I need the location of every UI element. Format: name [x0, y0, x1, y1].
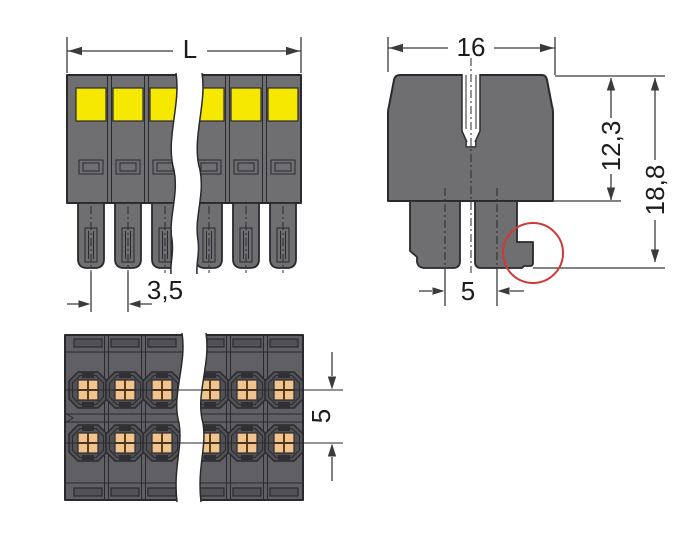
break-gap	[170, 72, 204, 275]
front-view: L	[66, 34, 302, 312]
latch-slot	[73, 487, 103, 497]
latch-slot	[147, 338, 177, 348]
break-line	[170, 72, 178, 275]
latch-slot	[232, 487, 262, 497]
latch-highlight-circle	[502, 222, 564, 284]
arrowhead-up	[327, 443, 337, 457]
arrowhead-left	[497, 287, 510, 295]
pole-separators	[104, 336, 268, 499]
side-dim-total-height: 18,8	[640, 77, 670, 263]
pole-separators	[107, 76, 267, 202]
yellow-marker	[230, 87, 262, 122]
bottom-view: 5	[64, 332, 343, 503]
bottom-dim-row-spacing: 5	[306, 352, 337, 481]
break-line	[175, 332, 184, 503]
pin	[232, 202, 260, 274]
arrowhead-down	[650, 249, 660, 263]
arrowhead-down	[327, 376, 337, 390]
side-view: 16 12,3	[387, 32, 670, 306]
latch-slot	[232, 338, 262, 348]
side-dim-upper-height: 12,3	[596, 77, 626, 201]
latch-slot	[269, 338, 299, 348]
front-dim-pitch: 3,5	[67, 272, 183, 312]
side-leg-right-with-latch	[474, 200, 534, 269]
dim-label-total-height: 18,8	[640, 165, 670, 216]
row-centerlines	[65, 389, 343, 444]
arrowhead-left	[68, 46, 82, 56]
yellow-marker	[112, 87, 144, 122]
break-gap	[175, 332, 208, 503]
arrowhead-left	[128, 300, 141, 308]
front-housing	[66, 72, 302, 275]
dim-label-length: L	[183, 34, 197, 64]
dim-label-contact-spacing: 5	[461, 276, 475, 306]
side-housing	[387, 58, 554, 273]
break-line	[196, 72, 204, 275]
dim-label-row-spacing: 5	[306, 409, 336, 423]
dim-label-upper-height: 12,3	[596, 121, 626, 172]
yellow-marker	[75, 87, 107, 122]
dim-label-width: 16	[457, 32, 486, 62]
arrowhead-down	[606, 187, 616, 201]
arrowhead-right	[540, 43, 554, 53]
break-line	[199, 332, 208, 503]
side-dim-width: 16	[387, 32, 556, 75]
dim-label-pitch: 3,5	[147, 275, 183, 305]
side-leg-left	[409, 200, 461, 269]
arrowhead-up	[650, 77, 660, 91]
pin	[114, 202, 142, 274]
keying-notch	[64, 412, 74, 424]
latch-slot	[269, 487, 299, 497]
latch-slot	[73, 338, 103, 348]
arrowhead-up	[606, 77, 616, 91]
latch-slot	[147, 487, 177, 497]
arrowhead-right	[78, 300, 91, 308]
arrowhead-left	[389, 43, 403, 53]
reference-lines	[533, 75, 665, 269]
arrowhead-right	[286, 46, 300, 56]
yellow-marker	[267, 87, 299, 122]
latch-slot	[110, 338, 140, 348]
side-dim-contact-spacing: 5	[419, 268, 524, 306]
front-dim-length: L	[66, 34, 302, 73]
arrowhead-right	[432, 287, 445, 295]
latch-slot	[110, 487, 140, 497]
pin	[77, 202, 105, 274]
pin	[195, 202, 223, 274]
pin	[269, 202, 297, 274]
